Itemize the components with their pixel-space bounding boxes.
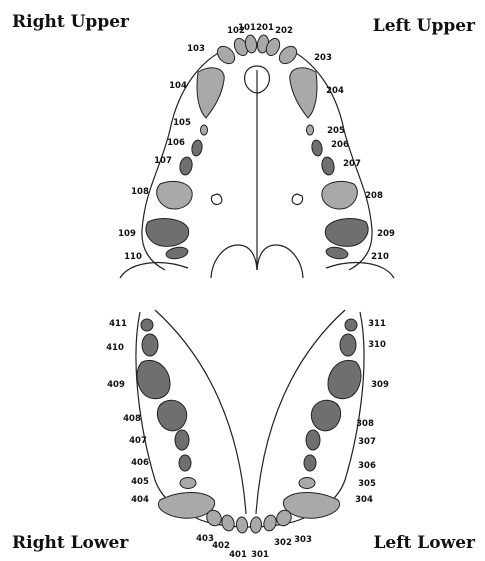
tooth-label-304: 304 <box>355 495 373 505</box>
tooth-305 <box>299 478 315 489</box>
tooth-label-308: 308 <box>356 419 374 429</box>
tooth-304 <box>283 493 339 519</box>
tooth-402 <box>220 514 236 533</box>
tooth-206 <box>311 139 324 156</box>
tooth-109 <box>146 219 189 247</box>
tooth-label-109: 109 <box>118 229 136 239</box>
teeth-group <box>137 34 368 533</box>
tooth-label-210: 210 <box>371 252 389 262</box>
left-foramen <box>292 194 302 204</box>
tooth-label-207: 207 <box>343 159 361 169</box>
soft-palate-right <box>211 245 257 278</box>
tooth-401 <box>236 517 248 534</box>
tooth-label-402: 402 <box>212 541 230 551</box>
tooth-301 <box>250 517 262 534</box>
tooth-306 <box>304 455 316 471</box>
tooth-307 <box>306 430 320 450</box>
tooth-207 <box>321 156 336 176</box>
tooth-label-209: 209 <box>377 229 395 239</box>
tooth-308 <box>311 400 340 431</box>
tooth-label-407: 407 <box>129 436 147 446</box>
tooth-label-409: 409 <box>107 380 125 390</box>
tooth-label-306: 306 <box>358 461 376 471</box>
tooth-309 <box>328 360 361 398</box>
tooth-label-101: 101 <box>238 23 256 33</box>
tooth-108 <box>157 181 192 209</box>
tooth-label-208: 208 <box>365 191 383 201</box>
tooth-label-305: 305 <box>358 479 376 489</box>
tooth-label-309: 309 <box>371 380 389 390</box>
tooth-208 <box>322 181 357 209</box>
tooth-label-410: 410 <box>106 343 124 353</box>
tooth-label-405: 405 <box>131 477 149 487</box>
tooth-label-204: 204 <box>326 86 344 96</box>
tooth-label-107: 107 <box>154 156 172 166</box>
tooth-label-103: 103 <box>187 44 205 54</box>
tooth-label-406: 406 <box>131 458 149 468</box>
tooth-411 <box>141 319 153 331</box>
tooth-302 <box>262 514 278 533</box>
tooth-106 <box>191 139 204 156</box>
tooth-204 <box>290 68 317 118</box>
tooth-label-310: 310 <box>368 340 386 350</box>
right-foramen <box>211 194 221 204</box>
tooth-105 <box>201 125 208 135</box>
tooth-label-303: 303 <box>294 535 312 545</box>
tooth-409 <box>137 360 170 398</box>
tooth-label-311: 311 <box>368 319 386 329</box>
tooth-label-110: 110 <box>124 252 142 262</box>
tooth-408 <box>157 400 186 431</box>
tooth-label-301: 301 <box>251 550 269 560</box>
tooth-110 <box>165 246 189 261</box>
tooth-209 <box>325 219 368 247</box>
tooth-410 <box>142 334 158 356</box>
tooth-label-202: 202 <box>275 26 293 36</box>
tooth-label-404: 404 <box>131 495 149 505</box>
tuberosity-right <box>120 263 188 278</box>
tooth-406 <box>179 455 191 471</box>
tooth-label-203: 203 <box>314 53 332 63</box>
tooth-label-106: 106 <box>167 138 185 148</box>
tooth-label-105: 105 <box>173 118 191 128</box>
tuberosity-left <box>326 263 394 278</box>
tooth-label-104: 104 <box>169 81 187 91</box>
tooth-205 <box>307 125 314 135</box>
tooth-label-206: 206 <box>331 140 349 150</box>
tooth-label-411: 411 <box>109 319 127 329</box>
tooth-label-205: 205 <box>327 126 345 136</box>
tooth-label-408: 408 <box>123 414 141 424</box>
tooth-label-307: 307 <box>358 437 376 447</box>
tooth-404 <box>158 493 214 519</box>
tooth-310 <box>340 334 356 356</box>
tooth-210 <box>325 246 349 261</box>
tooth-407 <box>175 430 189 450</box>
tooth-label-401: 401 <box>229 550 247 560</box>
tooth-405 <box>180 478 196 489</box>
tooth-label-302: 302 <box>274 538 292 548</box>
tooth-107 <box>179 156 194 176</box>
tooth-104 <box>197 68 224 118</box>
tooth-label-201: 201 <box>256 23 274 33</box>
tooth-311 <box>345 319 357 331</box>
tooth-label-108: 108 <box>131 187 149 197</box>
soft-palate-left <box>257 245 303 278</box>
